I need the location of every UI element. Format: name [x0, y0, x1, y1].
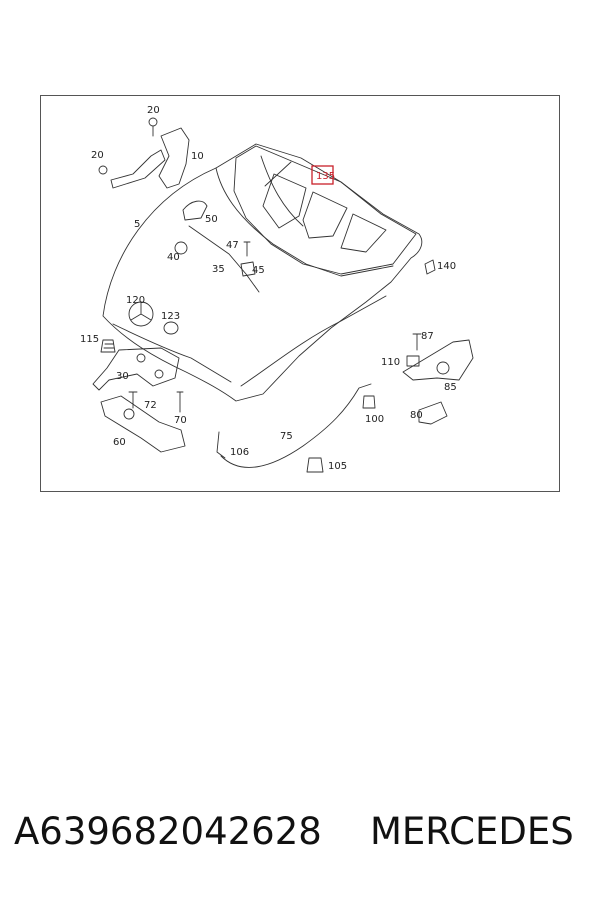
- callout-80: 80: [410, 410, 423, 421]
- parts-diagram: 20 20 10 5 50 135 47 40 45 35 140 120 12…: [40, 95, 560, 492]
- edge-clip: [424, 259, 436, 275]
- frame-brace: [260, 155, 304, 227]
- rubber-stop: [100, 339, 116, 353]
- callout-100: 100: [365, 414, 384, 425]
- highlight-box: [311, 165, 334, 185]
- striker-bolt: [128, 391, 138, 409]
- callout-85: 85: [444, 382, 457, 393]
- lock-striker: [100, 395, 186, 453]
- callout-10: 10: [191, 151, 204, 162]
- callout-87: 87: [421, 331, 434, 342]
- callout-120: 120: [126, 295, 145, 306]
- lock-bolt-b: [154, 369, 164, 379]
- hood-exploded-view: 20 20 10 5 50 135 47 40 45 35 140 120 12…: [80, 105, 474, 473]
- release-cable: [220, 383, 372, 468]
- clip-screw: [243, 241, 251, 257]
- callout-75: 75: [280, 431, 293, 442]
- callout-45: 45: [252, 265, 265, 276]
- bracket-bolt: [412, 333, 422, 351]
- frame-window-left: [262, 173, 307, 229]
- frame-window-mid: [302, 191, 348, 239]
- callout-105: 105: [328, 461, 347, 472]
- bracket-nut: [406, 355, 420, 367]
- callout-35: 35: [212, 264, 225, 275]
- cable-clip: [306, 457, 324, 473]
- lever-bracket: [402, 339, 474, 381]
- callout-106: 106: [230, 447, 249, 458]
- brand-name: MERCEDES: [370, 810, 574, 853]
- callout-60: 60: [113, 437, 126, 448]
- hinge-bolt-left: [98, 165, 108, 175]
- release-handle: [182, 200, 208, 221]
- part-number: A639682042628: [14, 810, 322, 853]
- hood-panel: [102, 143, 423, 402]
- callout-70: 70: [174, 415, 187, 426]
- hood-inner-frame: [233, 145, 417, 275]
- bracket-pivot: [436, 361, 450, 375]
- callout-72: 72: [144, 400, 157, 411]
- lock-bolt-a: [136, 353, 146, 363]
- hood-lower-contour: [240, 295, 387, 387]
- star-emblem-star: [130, 301, 152, 321]
- callout-40: 40: [167, 252, 180, 263]
- emblem-cover: [163, 321, 179, 335]
- callout-123: 123: [161, 311, 180, 322]
- callout-135: 135: [316, 171, 335, 182]
- hinge-arm: [110, 149, 166, 189]
- callout-47: 47: [226, 240, 239, 251]
- release-lever: [418, 401, 448, 425]
- hood-lock: [92, 347, 180, 391]
- callout-50: 50: [205, 214, 218, 225]
- callout-20-top: 20: [147, 105, 160, 116]
- callout-20-left: 20: [91, 150, 104, 161]
- hood-inner-front-edge: [112, 323, 232, 383]
- hood-prop-rod: [188, 225, 260, 293]
- callout-5: 5: [134, 219, 140, 230]
- cable-clip-small: [362, 395, 376, 409]
- hood-hinge: [158, 127, 190, 189]
- prop-rod-clip: [240, 261, 256, 277]
- callout-115: 115: [80, 334, 99, 345]
- hood-fold-line: [215, 167, 394, 277]
- hinge-bolt-top: [148, 117, 158, 127]
- callout-30: 30: [116, 371, 129, 382]
- cable-end: [216, 431, 226, 459]
- frame-window-right: [340, 213, 387, 253]
- callout-140: 140: [437, 261, 456, 272]
- rubber-buffer: [174, 241, 188, 255]
- striker-screw: [176, 391, 184, 413]
- striker-hole: [123, 408, 135, 420]
- callout-110: 110: [381, 357, 400, 368]
